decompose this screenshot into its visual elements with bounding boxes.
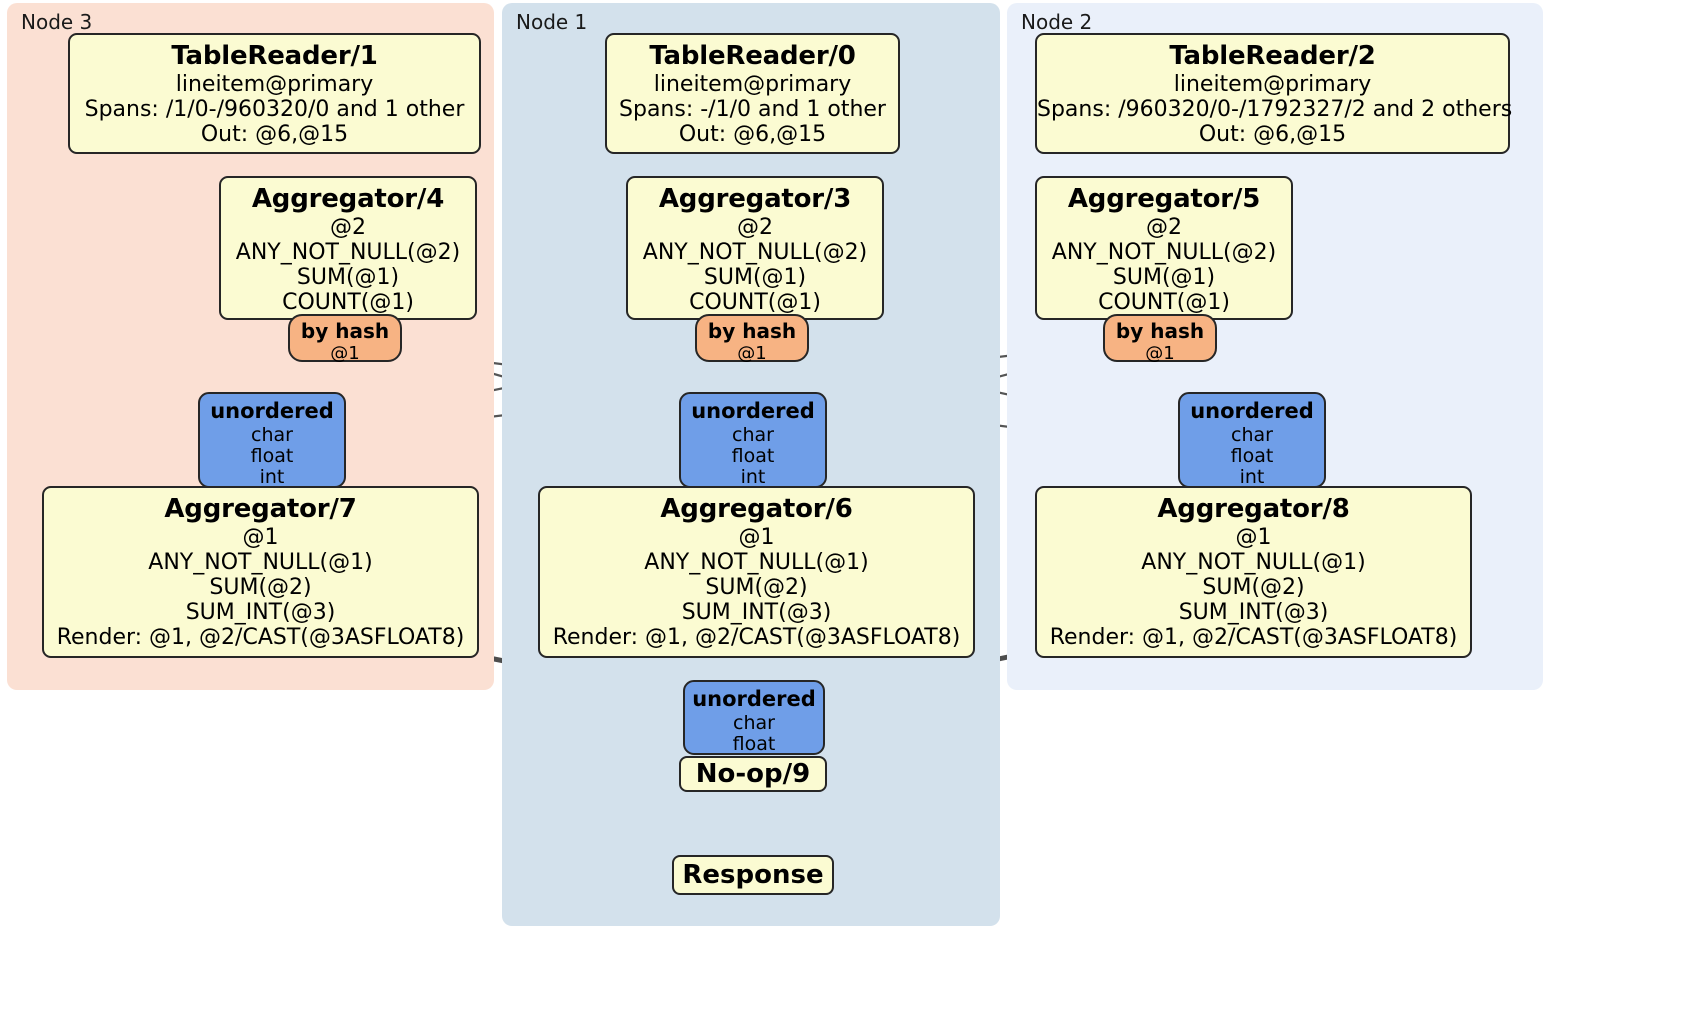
box-line: COUNT(@1) [1098,290,1230,315]
box-title: TableReader/2 [1169,41,1376,71]
sync-line: float [1230,445,1274,467]
box-line: @1 [1235,525,1272,550]
sync-line: float [732,733,776,755]
synchronizer-box-unordered-6[interactable]: unordered char float int [679,392,827,488]
sync-title: unordered [691,399,815,423]
box-title: Aggregator/4 [251,184,445,214]
box-title: Aggregator/7 [164,494,357,524]
box-line: SUM_INT(@3) [681,600,832,625]
sync-line: char [733,712,775,734]
box-line: Out: @6,@15 [200,122,349,147]
box-line: @2 [1146,215,1182,240]
sync-line: float [731,445,775,467]
router-title: by hash [707,319,797,343]
sync-title: unordered [1190,399,1314,423]
sync-line: int [1239,466,1265,488]
sync-line: char [251,424,293,446]
sync-line: int [259,466,285,488]
box-title: Aggregator/3 [658,184,852,214]
router-box-by-hash-5[interactable]: by hash @1 [1103,314,1217,364]
synchronizer-box-unordered-7[interactable]: unordered char float int [198,392,346,488]
processor-box-aggregator7[interactable]: Aggregator/7 @1 ANY_NOT_NULL(@1) SUM(@2)… [42,486,479,658]
response-box[interactable]: Response [672,855,834,895]
box-line: lineitem@primary [653,72,852,97]
processor-box-tablereader1[interactable]: TableReader/1 lineitem@primary Spans: /1… [68,33,481,154]
processor-box-aggregator8[interactable]: Aggregator/8 @1 ANY_NOT_NULL(@1) SUM(@2)… [1035,486,1472,658]
processor-box-aggregator4[interactable]: Aggregator/4 @2 ANY_NOT_NULL(@2) SUM(@1)… [219,176,477,320]
box-title: Aggregator/6 [660,494,853,524]
box-line: ANY_NOT_NULL(@1) [644,550,869,575]
node-label-node1: Node 1 [516,10,588,34]
sync-title: unordered [210,399,334,423]
sync-line: int [740,466,766,488]
synchronizer-box-unordered-final[interactable]: unordered char float [683,680,825,755]
processor-box-aggregator5[interactable]: Aggregator/5 @2 ANY_NOT_NULL(@2) SUM(@1)… [1035,176,1293,320]
processor-box-noop9[interactable]: No-op/9 [679,756,827,792]
box-line: lineitem@primary [1173,72,1372,97]
box-line: SUM_INT(@3) [185,600,336,625]
box-line: lineitem@primary [175,72,374,97]
router-line: @1 [737,343,767,364]
processor-box-aggregator3[interactable]: Aggregator/3 @2 ANY_NOT_NULL(@2) SUM(@1)… [626,176,884,320]
box-line: Out: @6,@15 [1198,122,1347,147]
router-line: @1 [330,343,360,364]
box-title: No-op/9 [695,759,811,789]
box-line: ANY_NOT_NULL(@1) [1141,550,1366,575]
box-line: @2 [330,215,366,240]
router-box-by-hash-3[interactable]: by hash @1 [695,314,809,364]
box-line: Spans: -/1/0 and 1 other [619,97,886,122]
box-line: SUM(@2) [209,575,312,600]
box-line: ANY_NOT_NULL(@1) [148,550,373,575]
box-line: ANY_NOT_NULL(@2) [235,240,461,265]
box-line: Spans: /1/0-/960320/0 and 1 other [84,97,465,122]
synchronizer-box-unordered-8[interactable]: unordered char float int [1178,392,1326,488]
box-line: Spans: /960320/0-/1792327/2 and 2 others [1037,97,1513,122]
box-line: Render: @1, @2/CAST(@3ASFLOAT8) [552,625,961,650]
box-title: Response [682,860,824,890]
box-title: Aggregator/5 [1067,184,1261,214]
box-title: TableReader/0 [649,41,856,71]
node-label-node2: Node 2 [1021,10,1093,34]
box-line: ANY_NOT_NULL(@2) [1051,240,1277,265]
sync-title: unordered [692,687,816,711]
box-line: COUNT(@1) [282,290,414,315]
sync-line: float [250,445,294,467]
box-line: SUM(@2) [705,575,808,600]
processor-box-aggregator6[interactable]: Aggregator/6 @1 ANY_NOT_NULL(@1) SUM(@2)… [538,486,975,658]
box-line: SUM(@1) [296,265,400,290]
sync-line: char [1231,424,1273,446]
processor-box-tablereader2[interactable]: TableReader/2 lineitem@primary Spans: /9… [1035,33,1513,154]
box-line: SUM(@1) [703,265,807,290]
router-title: by hash [300,319,390,343]
router-box-by-hash-4[interactable]: by hash @1 [288,314,402,364]
router-line: @1 [1145,343,1175,364]
box-line: @2 [737,215,773,240]
box-line: SUM(@2) [1202,575,1305,600]
box-line: ANY_NOT_NULL(@2) [642,240,868,265]
box-line: COUNT(@1) [689,290,821,315]
box-line: Render: @1, @2/CAST(@3ASFLOAT8) [1049,625,1458,650]
box-title: Aggregator/8 [1157,494,1350,524]
node-label-node3: Node 3 [21,10,93,34]
processor-box-tablereader0[interactable]: TableReader/0 lineitem@primary Spans: -/… [605,33,900,154]
sync-line: char [732,424,774,446]
box-line: Out: @6,@15 [678,122,827,147]
box-title: TableReader/1 [171,41,378,71]
box-line: Render: @1, @2/CAST(@3ASFLOAT8) [56,625,465,650]
box-line: @1 [242,525,279,550]
router-title: by hash [1115,319,1205,343]
box-line: @1 [738,525,775,550]
box-line: SUM(@1) [1112,265,1216,290]
box-line: SUM_INT(@3) [1178,600,1329,625]
